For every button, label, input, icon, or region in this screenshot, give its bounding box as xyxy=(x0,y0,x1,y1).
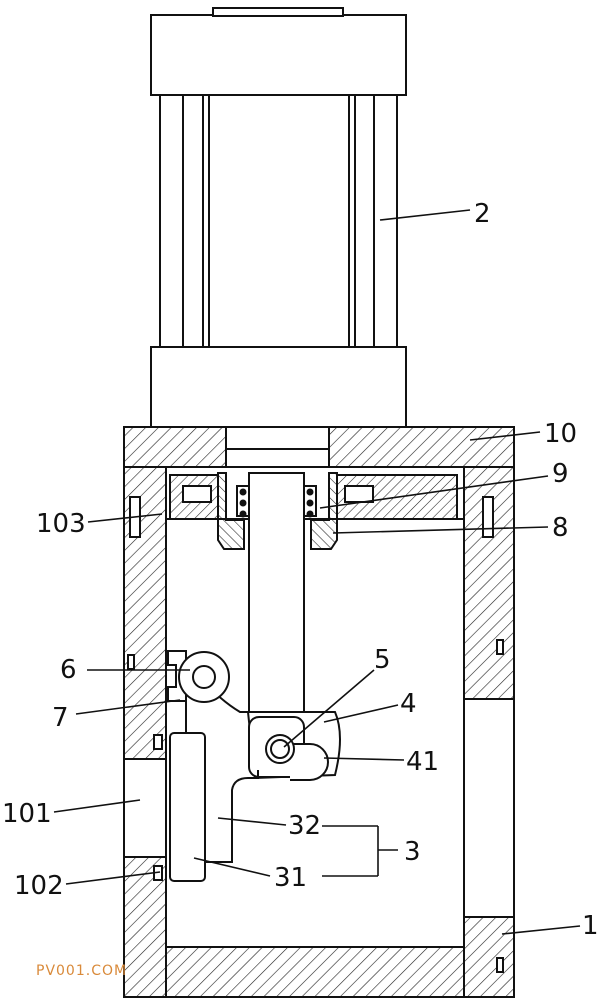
label-2: 2 xyxy=(474,199,491,229)
label-1: 1 xyxy=(582,911,599,941)
bushing-8 xyxy=(217,472,245,550)
window-101 xyxy=(123,758,167,858)
seal-assembly xyxy=(165,466,465,550)
seal-balls xyxy=(239,488,314,518)
cylinder-body xyxy=(159,94,398,348)
bottom-plate xyxy=(165,946,465,998)
cylinder-assembly xyxy=(150,7,407,428)
watermark: PV001.COM xyxy=(36,963,127,979)
label-8: 8 xyxy=(552,513,569,543)
label-10: 10 xyxy=(544,419,577,449)
right-wall-upper xyxy=(463,466,515,700)
right-window xyxy=(463,698,515,918)
cylinder-bottom-cap xyxy=(150,346,407,428)
label-3: 3 xyxy=(404,837,421,867)
cylinder-top-nub xyxy=(212,7,344,17)
lever-pad-31 xyxy=(169,732,206,882)
label-5: 5 xyxy=(374,645,391,675)
label-41: 41 xyxy=(406,747,439,777)
label-102: 102 xyxy=(14,871,64,901)
right-wall-lower xyxy=(463,916,515,998)
label-31: 31 xyxy=(274,863,307,893)
pivot-bracket xyxy=(165,650,230,703)
lever-arm-32 xyxy=(205,770,259,863)
cylinder-top-cap xyxy=(150,14,407,96)
piston-rod xyxy=(248,472,305,718)
label-103: 103 xyxy=(36,509,86,539)
link-4 xyxy=(202,679,341,781)
slot-41 xyxy=(290,743,329,781)
label-6: 6 xyxy=(60,655,77,685)
label-4: 4 xyxy=(400,689,417,719)
label-7: 7 xyxy=(52,703,69,733)
label-101: 101 xyxy=(2,799,52,829)
housing xyxy=(123,426,515,998)
label-32: 32 xyxy=(288,811,321,841)
leader-lines xyxy=(53,209,581,935)
reference-labels: 2 10 9 103 8 5 6 4 7 41 101 32 3 102 31 … xyxy=(2,199,599,941)
label-9: 9 xyxy=(552,459,569,489)
lever-3 xyxy=(169,701,259,882)
top-plate xyxy=(123,426,227,468)
